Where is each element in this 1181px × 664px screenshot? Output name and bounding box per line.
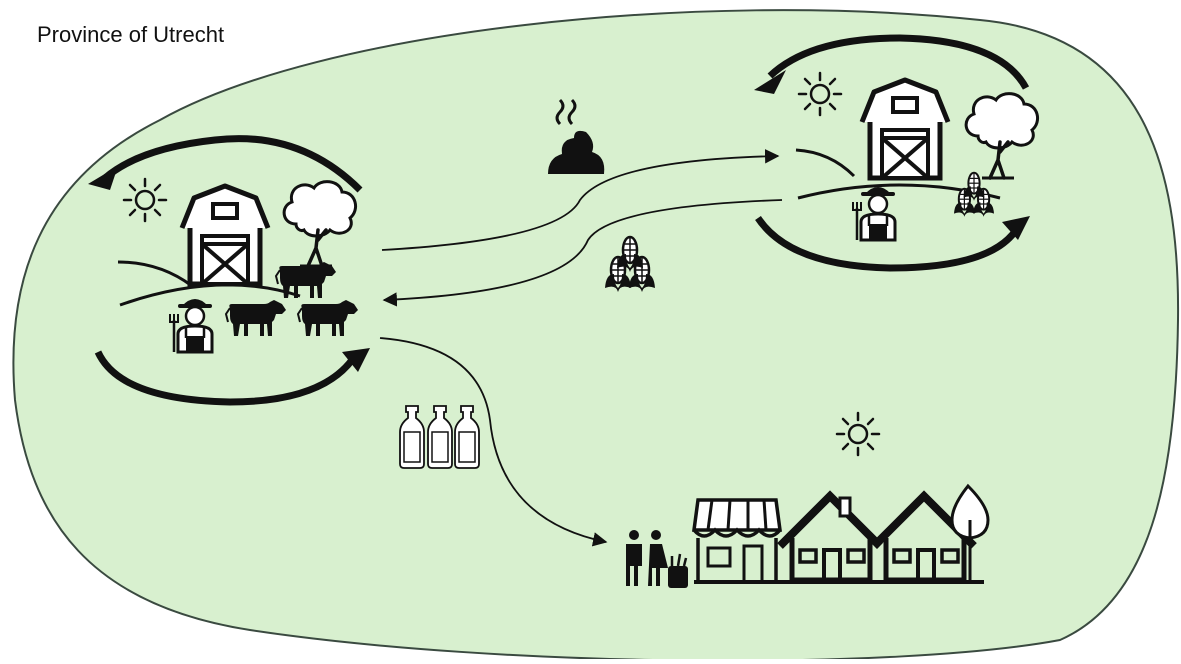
barn-icon: [862, 80, 948, 178]
barn-icon: [182, 186, 268, 284]
region-title: Province of Utrecht: [37, 22, 224, 48]
milk-bottles-icon: [400, 406, 479, 468]
